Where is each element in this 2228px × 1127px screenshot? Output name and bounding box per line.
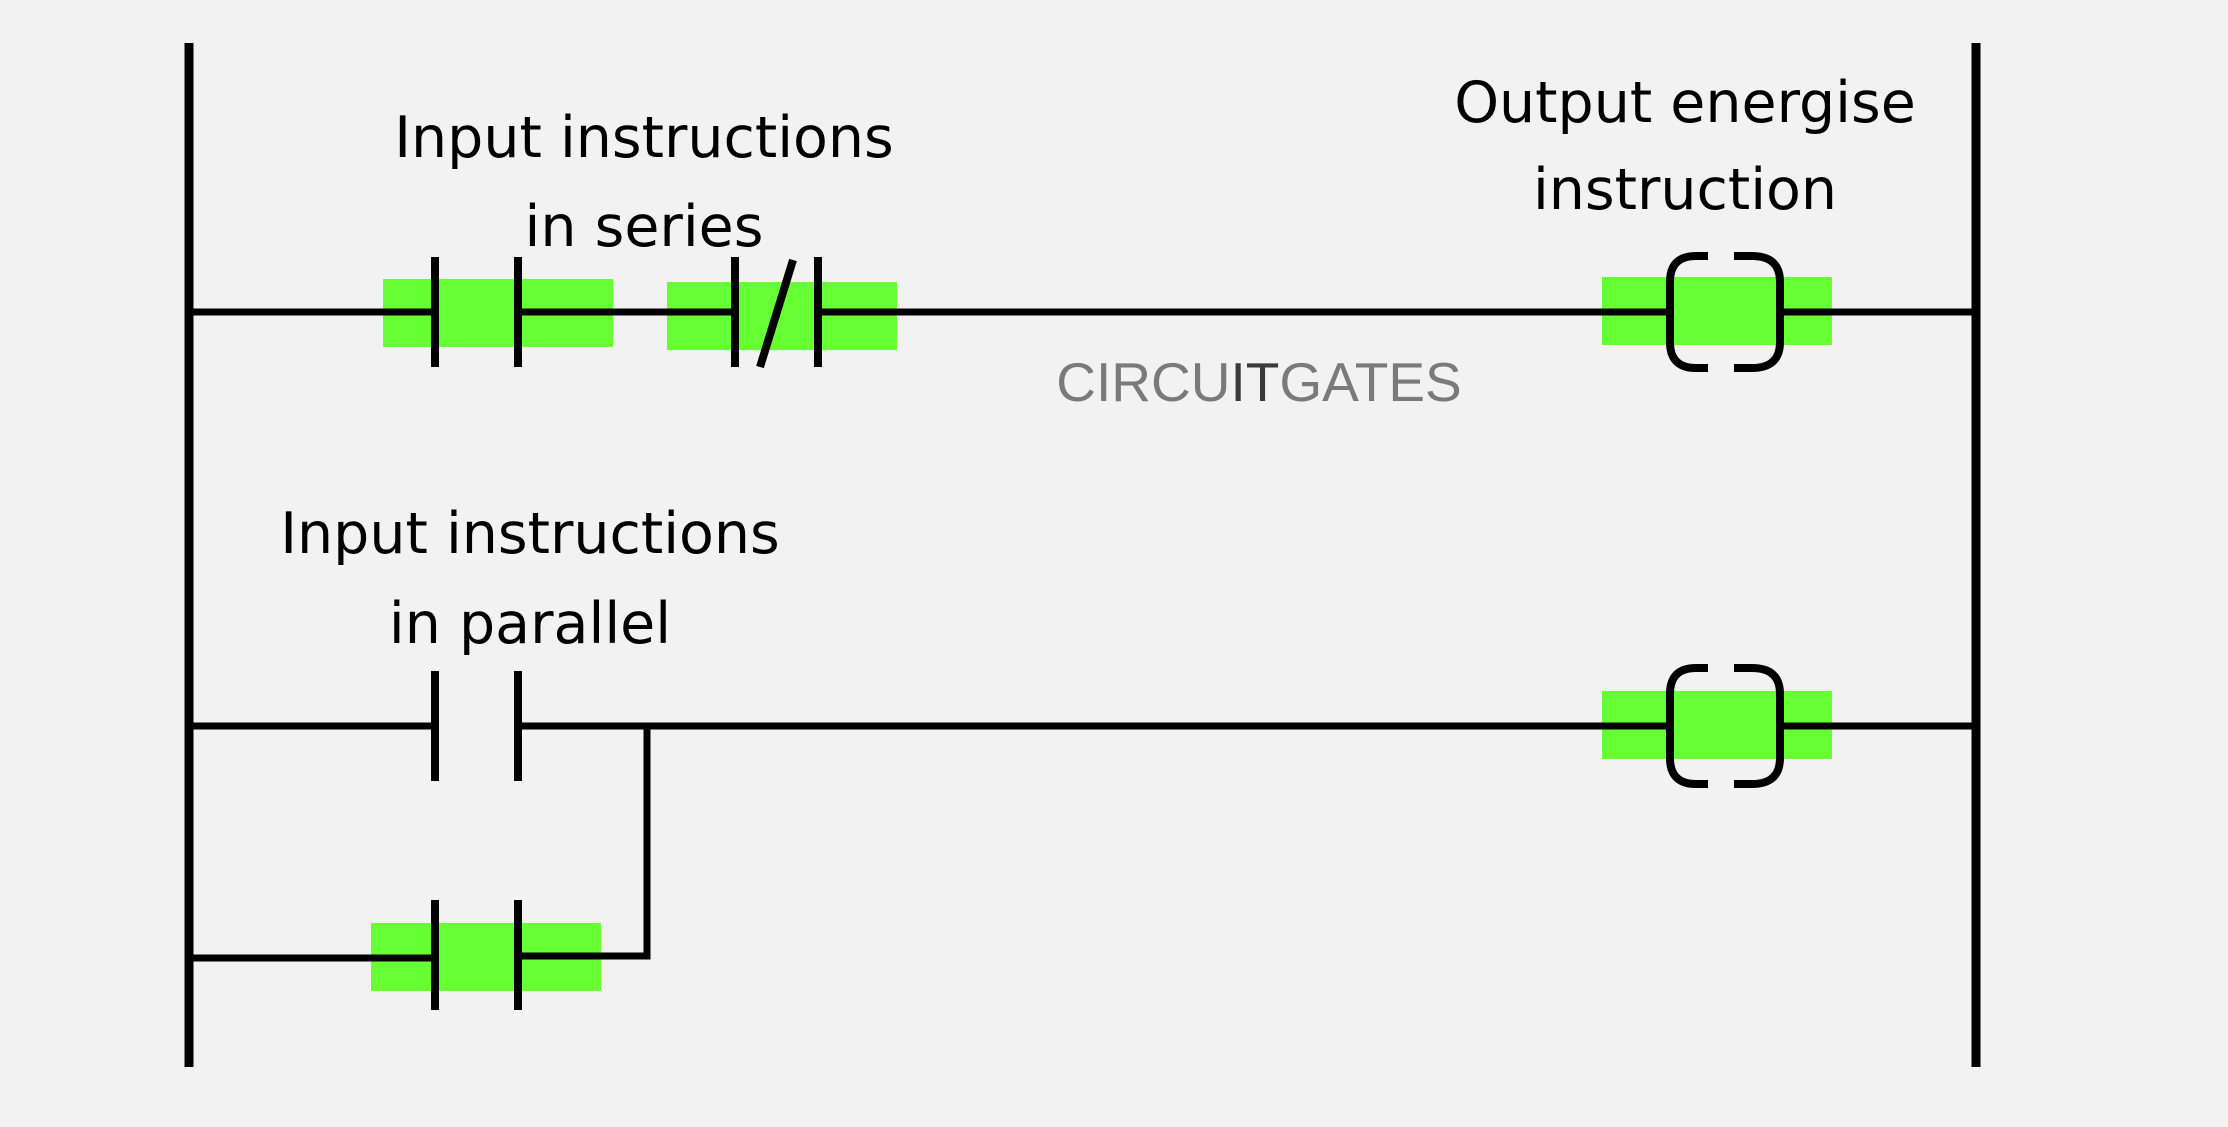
contact-nc-icon: [731, 257, 822, 369]
series-label-line2: in series: [525, 194, 764, 260]
watermark: CIRCUITGATES: [1056, 351, 1461, 413]
coil-icon: [1666, 252, 1784, 372]
series-label-line1: Input instructions: [394, 105, 894, 171]
parallel-label-line1: Input instructions: [280, 501, 780, 567]
watermark-part2: IT: [1230, 351, 1279, 413]
contact-no-icon: [431, 671, 522, 781]
watermark-part4: ATES: [1322, 351, 1462, 413]
rung-2: [185, 664, 1980, 1010]
rung-1: [185, 252, 1980, 372]
parallel-label-line2: in parallel: [389, 591, 671, 657]
watermark-part1: CIRCU: [1056, 351, 1230, 413]
contact-no-icon: [431, 257, 522, 367]
coil-icon: [1666, 664, 1784, 788]
watermark-part3: G: [1279, 351, 1322, 413]
contact-no-icon: [431, 900, 522, 1010]
output-label-line2: instruction: [1533, 157, 1837, 223]
output-label-line1: Output energise: [1454, 70, 1916, 136]
